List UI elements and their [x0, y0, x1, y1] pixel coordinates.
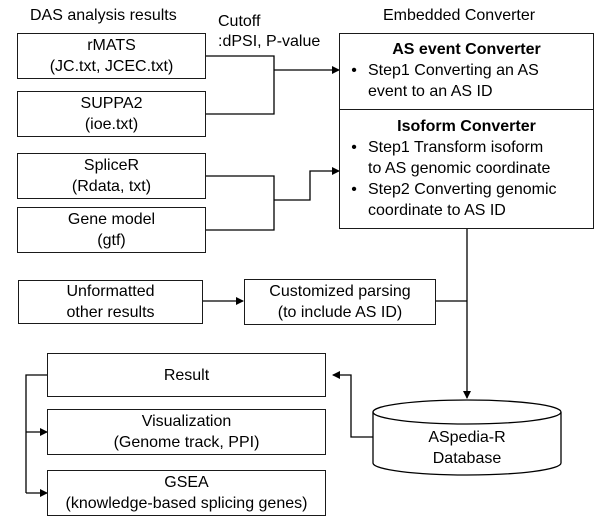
isoform-converter-title: Isoform Converter — [397, 118, 536, 135]
result-box: Result — [47, 353, 326, 397]
splicer-connector — [206, 175, 275, 200]
suppa2-title: SUPPA2 — [80, 95, 143, 112]
isoform-step1-line2: to AS genomic coordinate — [368, 160, 551, 177]
as-event-converter-title: AS event Converter — [392, 41, 541, 58]
parsing-title: Customized parsing — [269, 283, 411, 300]
as-event-converter-section: AS event Converter • Step1 Converting an… — [340, 34, 593, 110]
database-suffix: Database — [432, 450, 502, 467]
suppa2-formats: (ioe.txt) — [84, 116, 139, 133]
isoform-converter-section: Isoform Converter • Step1 Transform isof… — [340, 110, 593, 228]
suppa2-connector — [206, 70, 275, 115]
output-bracket — [25, 374, 47, 493]
embedded-converter-header: Embedded Converter — [383, 7, 536, 24]
visualization-subtitle: (Genome track, PPI) — [113, 434, 260, 451]
isoform-step2: • Step2 Converting genomic coordinate to… — [340, 179, 593, 221]
bullet-icon: • — [351, 181, 357, 198]
das-results-header: DAS analysis results — [30, 7, 177, 24]
rmats-formats: (JC.txt, JCEC.txt) — [49, 58, 174, 75]
cutoff-label: Cutoff — [218, 13, 261, 30]
suppa2-box: SUPPA2 (ioe.txt) — [17, 91, 206, 137]
database-to-result-arrow — [332, 371, 373, 438]
isoform-step2-line2: coordinate to AS ID — [368, 202, 506, 219]
gene-model-box: Gene model (gtf) — [17, 207, 206, 253]
database-name: ASpedia-R — [428, 429, 506, 446]
result-title: Result — [163, 366, 210, 384]
customized-parsing-box: Customized parsing (to include AS ID) — [244, 279, 436, 325]
database-cylinder — [372, 399, 562, 476]
rmats-box: rMATS (JC.txt, JCEC.txt) — [17, 33, 206, 79]
parsing-subtitle: (to include AS ID) — [277, 304, 403, 321]
unformatted-box: Unformatted other results — [18, 280, 203, 324]
as-event-step1: • Step1 Converting an AS event to an AS … — [340, 60, 593, 102]
gsea-title: GSEA — [164, 474, 209, 491]
isoform-arrow — [274, 167, 340, 201]
unformatted-line1: Unformatted — [66, 283, 155, 300]
isoform-step1: • Step1 Transform isoform to AS genomic … — [340, 137, 593, 179]
splicer-box: SpliceR (Rdata, txt) — [17, 153, 206, 199]
splicer-title: SpliceR — [83, 157, 140, 174]
gsea-subtitle: (knowledge-based splicing genes) — [65, 495, 308, 512]
bullet-icon: • — [351, 62, 357, 79]
splicer-formats: (Rdata, txt) — [71, 178, 152, 195]
isoform-step2-line1: Step2 Converting genomic — [368, 181, 557, 198]
unformatted-line2: other results — [66, 304, 155, 321]
embedded-converter-box: AS event Converter • Step1 Converting an… — [339, 33, 594, 229]
rmats-title: rMATS — [87, 37, 136, 54]
gsea-box: GSEA (knowledge-based splicing genes) — [47, 470, 326, 516]
as-event-step1-line2: event to an AS ID — [368, 83, 493, 100]
gene-model-title: Gene model — [67, 211, 156, 228]
as-event-step1-line1: Step1 Converting an AS — [368, 62, 539, 79]
visualization-box: Visualization (Genome track, PPI) — [47, 409, 326, 455]
gene-model-connector — [206, 200, 275, 231]
rmats-connector — [206, 55, 275, 70]
visualization-title: Visualization — [141, 413, 232, 430]
database-label: ASpedia-R Database — [373, 427, 561, 469]
isoform-step1-line1: Step1 Transform isoform — [368, 139, 544, 156]
cutoff-criteria-label: :dPSI, P-value — [218, 33, 321, 50]
bullet-icon: • — [351, 139, 357, 156]
gene-model-formats: (gtf) — [97, 232, 126, 249]
